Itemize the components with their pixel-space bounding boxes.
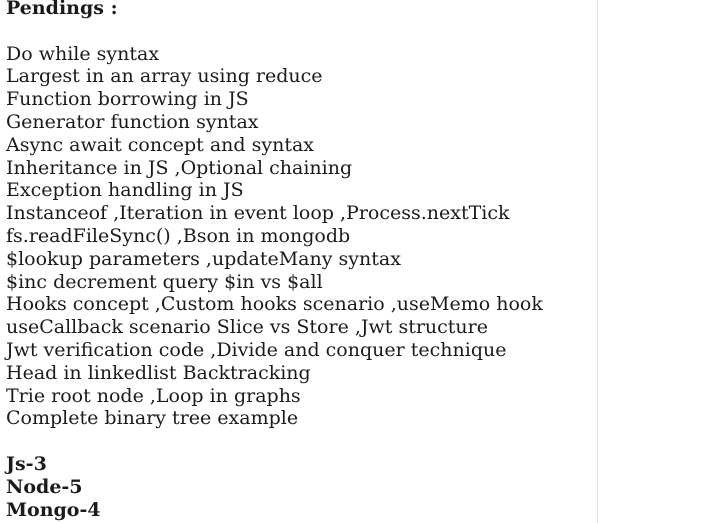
count-mongo: Mongo-4 [6, 498, 101, 521]
pending-topic: Exception handling in JS [6, 179, 244, 202]
count-js: Js-3 [6, 452, 47, 475]
pending-topic: Complete binary tree example [6, 407, 299, 430]
document-content: Pendings : Do while syntax Largest in an… [6, 0, 594, 521]
pending-topic: Async await concept and syntax [6, 133, 314, 156]
pending-topic: Largest in an array using reduce [6, 65, 323, 88]
pending-topic: Function borrowing in JS [6, 88, 249, 111]
pending-topic: Instanceof ,Iteration in event loop ,Pro… [6, 202, 510, 225]
blank-line [6, 430, 594, 453]
page-divider [597, 0, 598, 523]
pending-topic: $lookup parameters ,updateMany syntax [6, 247, 401, 270]
blank-line [6, 20, 594, 43]
pending-topic: fs.readFileSync() ,Bson in mongodb [6, 224, 351, 247]
pending-topic: Trie root node ,Loop in graphs [6, 384, 301, 407]
pending-topic: Hooks concept ,Custom hooks scenario ,us… [6, 293, 543, 316]
pending-topic: Do while syntax [6, 42, 160, 65]
count-node: Node-5 [6, 475, 83, 498]
pending-topic: Generator function syntax [6, 110, 259, 133]
topic-counts-list: Js-3 Node-5 Mongo-4 [6, 453, 594, 521]
pending-topic: Jwt verification code ,Divide and conque… [6, 338, 507, 361]
pending-topics-list: Do while syntax Largest in an array usin… [6, 43, 594, 431]
pending-topic: useCallback scenario Slice vs Store ,Jwt… [6, 316, 488, 339]
pendings-heading: Pendings : [6, 0, 118, 19]
pending-topic: $inc decrement query $in vs $all [6, 270, 323, 293]
pending-topic: Head in linkedlist Backtracking [6, 361, 311, 384]
pending-topic: Inheritance in JS ,Optional chaining [6, 156, 353, 179]
